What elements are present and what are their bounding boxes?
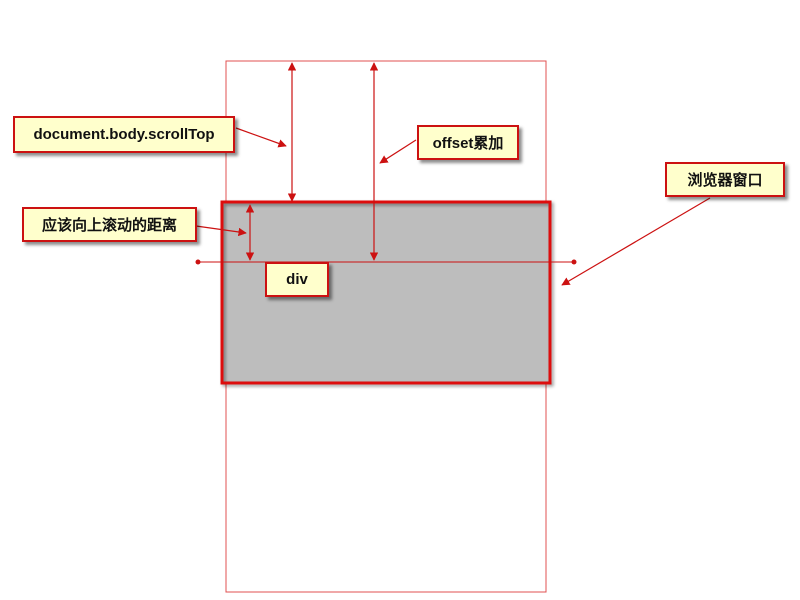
reference-line-left-dot bbox=[195, 259, 201, 265]
browser-window-leader bbox=[561, 197, 711, 286]
offset-sum-label: offset累加 bbox=[432, 135, 504, 152]
browser-window-label: 浏览器窗口 bbox=[687, 172, 763, 189]
offset-sum-leader bbox=[379, 139, 417, 164]
scroll-up-distance-callout: 应该向上滚动的距离 bbox=[22, 207, 197, 242]
reference-line-right-dot bbox=[571, 259, 577, 265]
offset-sum-callout: offset累加 bbox=[417, 125, 519, 160]
scroll-up-distance-leader bbox=[195, 225, 247, 237]
div-label: div bbox=[286, 271, 308, 288]
browser-window-callout: 浏览器窗口 bbox=[665, 162, 785, 197]
scroll-top-label: document.body.scrollTop bbox=[33, 126, 215, 143]
scroll-top-callout: document.body.scrollTop bbox=[13, 116, 235, 153]
browser-viewport-outline bbox=[220, 200, 552, 385]
scroll-up-distance-label: 应该向上滚动的距离 bbox=[41, 217, 177, 234]
scroll-top-leader bbox=[235, 127, 287, 148]
div-callout: div bbox=[265, 262, 329, 297]
